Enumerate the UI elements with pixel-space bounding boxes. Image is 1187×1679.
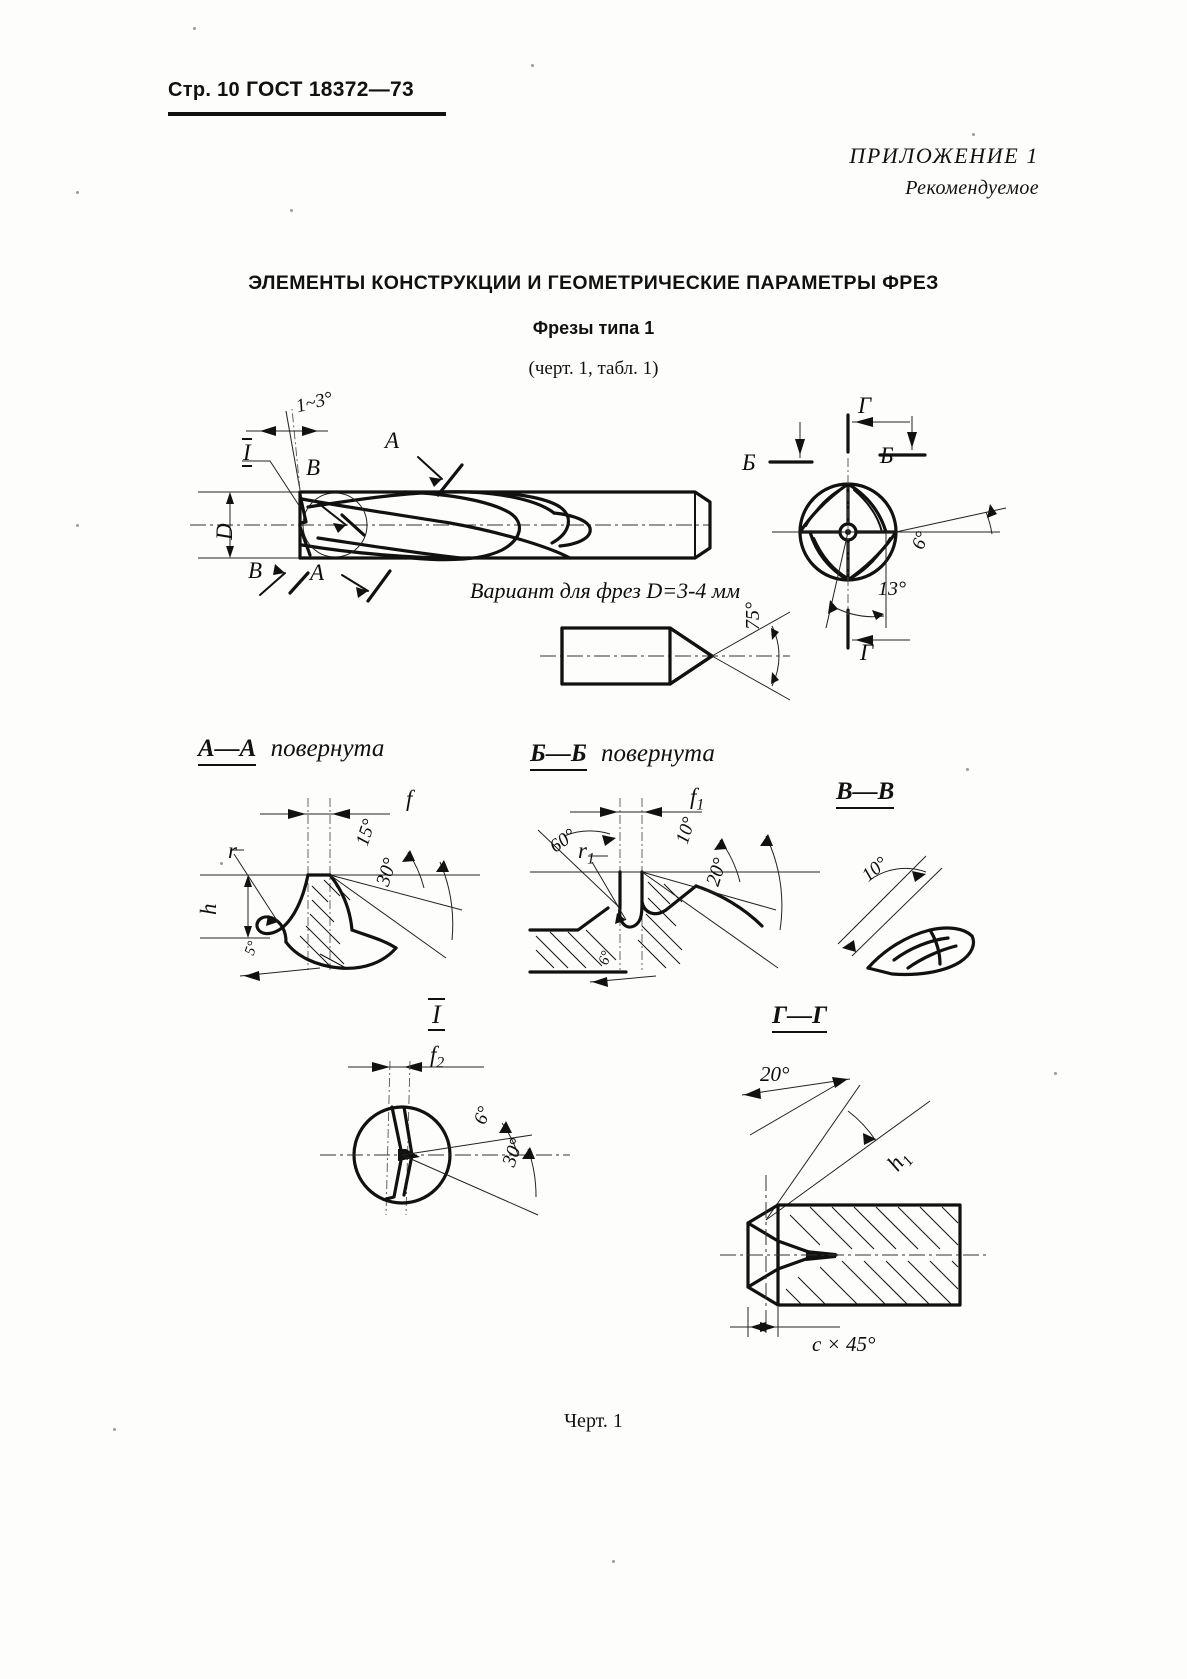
label-gg-chamfer: c × 45°	[812, 1332, 876, 1356]
scan-speck	[531, 64, 534, 67]
label-diameter-d: D	[212, 523, 237, 540]
section-aa-drawing	[200, 790, 500, 990]
variant-note-text: Вариант для фрез D=3-4 мм	[470, 578, 741, 603]
detail-i-label: I	[428, 998, 445, 1031]
section-aa-title: А—А повернута	[198, 735, 385, 766]
label-section-a-top: А	[385, 428, 400, 453]
appendix-title: ПРИЛОЖЕНИЕ 1	[849, 143, 1039, 168]
label-aa-radius-r: r	[228, 838, 237, 863]
section-bb-drawing	[528, 790, 840, 990]
section-vv-drawing	[830, 840, 1010, 980]
scan-speck	[76, 191, 79, 194]
scan-speck	[972, 133, 975, 136]
section-bb-title: Б—Б повернута	[530, 740, 715, 771]
page-number-label: Стр. 10	[168, 79, 240, 101]
section-vv-cut-label: В—В	[836, 778, 895, 809]
label-aa-height-h: h	[196, 903, 221, 916]
label-section-b-bottom: В	[248, 558, 263, 583]
label-cut-b-right: Б	[880, 443, 894, 468]
section-vv-title: В—В	[836, 778, 895, 809]
detail-i-drawing	[320, 1045, 600, 1225]
label-cut-b-left: Б	[742, 450, 756, 475]
header-divider-rule	[168, 112, 446, 116]
section-gg-drawing	[700, 1055, 1000, 1345]
label-gg-angle-20: 20°	[760, 1062, 790, 1086]
main-endmill-side-view	[150, 395, 730, 610]
label-cut-g-bottom: Г	[860, 640, 874, 665]
scan-speck	[220, 862, 223, 865]
figure-table-reference: (черт. 1, табл. 1)	[528, 358, 659, 379]
label-end-view-angle-13: 13°	[878, 578, 906, 600]
page-subtitle: Фрезы типа 1	[532, 318, 655, 338]
section-bb-note: повернута	[601, 740, 715, 767]
label-section-b-top: В	[306, 455, 321, 480]
label-bb-land-f1: f1	[690, 784, 705, 814]
label-bb-radius-r1: r1	[578, 838, 595, 868]
section-bb-cut-label: Б—Б	[530, 740, 587, 771]
scan-speck	[1054, 1072, 1057, 1075]
page-header: Стр. 10 ГОСТ 18372—73	[168, 78, 414, 102]
label-aa-land-f: f	[406, 786, 413, 811]
scan-speck	[966, 768, 969, 771]
label-section-a-bottom: А	[310, 560, 325, 585]
label-cut-g-top: Г	[858, 393, 872, 418]
appendix-block: ПРИЛОЖЕНИЕ 1 Рекомендуемое	[849, 143, 1039, 200]
appendix-subtitle: Рекомендуемое	[905, 177, 1039, 199]
section-aa-note: повернута	[270, 735, 385, 762]
scan-speck	[76, 524, 79, 527]
section-gg-title: Г—Г	[772, 1002, 828, 1033]
scan-speck	[290, 209, 293, 212]
label-detail-i-land-f2: f2	[430, 1042, 445, 1072]
variant-cone-view	[540, 608, 800, 703]
scan-speck	[193, 27, 196, 30]
label-detail-callout-i: I	[242, 438, 252, 467]
detail-i-title: I	[428, 998, 445, 1031]
section-gg-cut-label: Г—Г	[772, 1002, 828, 1033]
endmill-end-view	[760, 400, 1010, 660]
figure-caption: Черт. 1	[564, 1410, 623, 1432]
scan-speck	[113, 1428, 116, 1431]
page-title: ЭЛЕМЕНТЫ КОНСТРУКЦИИ И ГЕОМЕТРИЧЕСКИЕ ПА…	[248, 272, 939, 294]
scan-speck	[612, 1560, 615, 1563]
section-aa-cut-label: А—А	[198, 735, 257, 766]
standard-number: ГОСТ 18372—73	[246, 78, 414, 101]
